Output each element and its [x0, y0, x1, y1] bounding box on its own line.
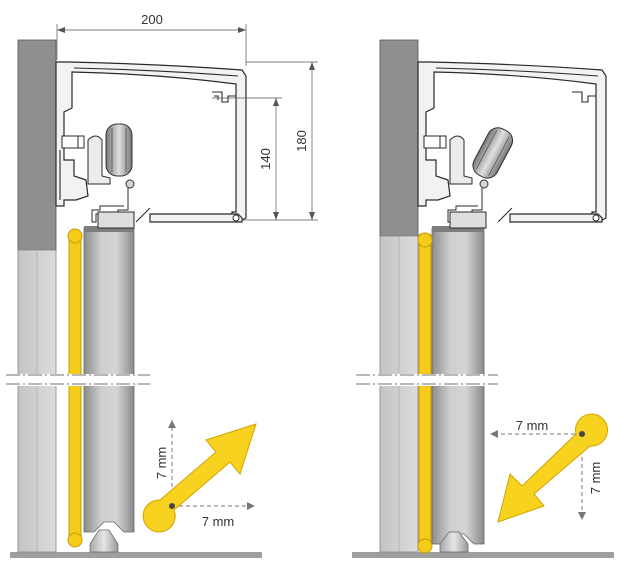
floor-guide [89, 529, 119, 553]
right-panel: 7 mm 7 mm [352, 39, 614, 558]
brush-seal [417, 232, 433, 554]
floor-guide [439, 531, 469, 553]
floor [10, 552, 262, 558]
roller-carriage [447, 127, 514, 229]
adjustment-arrow: 7 mm 7 mm [142, 420, 257, 533]
offset-vertical-label: 7 mm [154, 447, 169, 480]
brush-seal [67, 228, 83, 548]
header-profile [55, 61, 247, 223]
wall [379, 39, 419, 553]
left-panel: 200 140 180 7 mm 7 mm [6, 12, 318, 558]
dimension-180: 180 [246, 61, 318, 221]
floor [352, 552, 614, 558]
roller-wheel [105, 123, 133, 177]
offset-horizontal-label: 7 mm [202, 514, 235, 529]
dimension-label-200: 200 [141, 12, 163, 27]
roller-carriage [87, 123, 135, 229]
adjustment-arrow: 7 mm 7 mm [490, 413, 608, 523]
offset-vertical-label: 7 mm [588, 462, 603, 495]
roller-wheel [472, 127, 514, 179]
break-line [356, 374, 498, 386]
dimension-200: 200 [56, 12, 247, 66]
offset-horizontal-label: 7 mm [516, 418, 549, 433]
wall [17, 39, 57, 553]
dimension-label-180: 180 [294, 130, 309, 152]
header-profile [417, 61, 607, 223]
dimension-label-140: 140 [258, 148, 273, 170]
break-line [6, 374, 154, 386]
dimension-140: 140 [212, 97, 282, 221]
